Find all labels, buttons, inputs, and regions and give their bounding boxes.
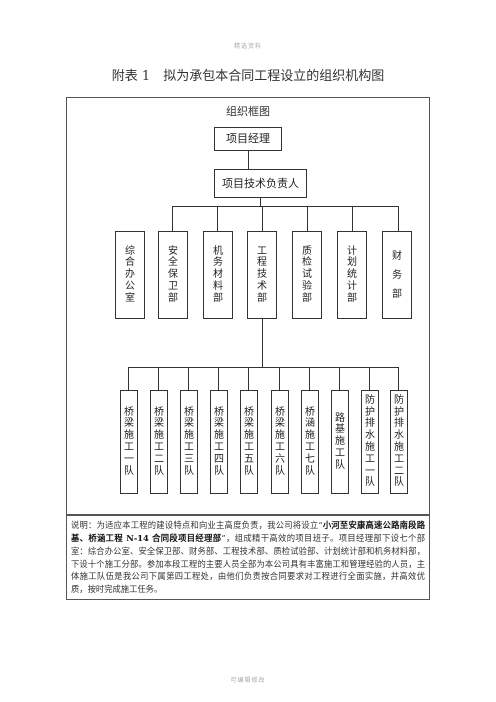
connector: [128, 367, 129, 390]
connector: [339, 367, 340, 390]
figure-caption: 附表 1 拟为承包本合同工程设立的组织机构图: [111, 69, 385, 84]
header-watermark: 精选资料: [233, 43, 262, 50]
team-box: 桥梁施工四队: [210, 390, 228, 494]
connector: [188, 367, 189, 390]
department-label: 质检试验部: [302, 245, 312, 304]
team-label: 桥梁施工三队: [184, 406, 194, 477]
department-box: 综合办公室: [115, 231, 145, 319]
department-label: 财务部: [392, 250, 402, 300]
department-box: 质检试验部: [292, 231, 322, 319]
connector: [218, 367, 219, 390]
connector: [260, 198, 261, 206]
team-label: 桥梁施工一队: [124, 406, 134, 477]
connector: [217, 206, 218, 231]
department-box: 计划统计部: [337, 231, 367, 319]
team-box: 桥涵施工七队: [301, 390, 319, 494]
department-label: 安全保卫部: [168, 245, 178, 304]
connector: [309, 367, 310, 390]
department-box: 机务材料部: [203, 231, 233, 319]
team-label: 路基施工队: [335, 412, 345, 471]
connector: [398, 367, 399, 390]
department-label: 计划统计部: [347, 245, 357, 304]
connector: [279, 367, 280, 390]
department-label: 机务材料部: [213, 245, 223, 304]
department-box: 安全保卫部: [158, 231, 188, 319]
connector: [158, 367, 159, 390]
team-label: 桥梁施工五队: [244, 406, 254, 477]
team-label: 防护排水施工一队: [365, 394, 375, 489]
connector: [369, 367, 370, 390]
connector: [172, 206, 399, 207]
connector: [172, 206, 173, 231]
department-label: 工程技术部: [257, 245, 267, 304]
node-project-manager: 项目经理: [214, 127, 282, 151]
node-technical-lead: 项目技术负责人: [214, 169, 307, 198]
team-label: 桥涵施工七队: [305, 406, 315, 477]
note-project-name: 小河至安康高速公路南段路基、桥涵工程 N-14 合同段项目经理部: [71, 520, 425, 543]
connector: [128, 367, 399, 368]
team-label: 桥梁施工四队: [214, 406, 224, 477]
connector: [307, 206, 308, 231]
team-box: 路基施工队: [331, 390, 349, 494]
connector: [248, 151, 249, 169]
department-box: 工程技术部: [247, 231, 277, 319]
team-box: 防护排水施工二队: [390, 390, 408, 494]
chart-title: 组织框图: [226, 105, 270, 118]
footer-watermark: 可编辑修改: [230, 677, 266, 684]
connector: [248, 367, 249, 390]
note-prefix: 说明：为适应本工程的建设特点和向业主高度负责，我公司将设立“: [71, 520, 323, 530]
connector: [398, 206, 399, 231]
team-box: 桥梁施工六队: [271, 390, 289, 494]
team-label: 防护排水施工二队: [394, 394, 404, 489]
team-box: 桥梁施工三队: [180, 390, 198, 494]
team-box: 桥梁施工一队: [120, 390, 138, 494]
connector: [262, 319, 263, 367]
description-note: 说明：为适应本工程的建设特点和向业主高度负责，我公司将设立“小河至安康高速公路南…: [66, 515, 430, 600]
note-suffix: ”，组成精干高效的项目班子。项目经理部下设七个部室：综合办公室、安全保卫部、财务…: [71, 532, 425, 595]
team-box: 桥梁施工五队: [240, 390, 258, 494]
team-box: 桥梁施工二队: [150, 390, 168, 494]
team-box: 防护排水施工一队: [361, 390, 379, 494]
team-label: 桥梁施工二队: [154, 406, 164, 477]
department-box: 财务部: [382, 231, 412, 319]
team-label: 桥梁施工六队: [275, 406, 285, 477]
connector: [352, 206, 353, 231]
department-label: 综合办公室: [125, 245, 135, 304]
chart-frame: [66, 97, 430, 515]
connector: [262, 206, 263, 231]
